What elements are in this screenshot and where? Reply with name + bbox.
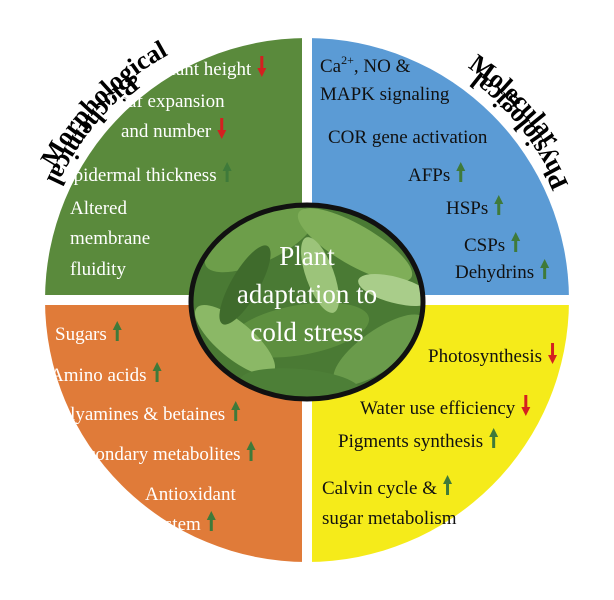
molecular-item: Dehydrins — [455, 262, 534, 283]
center-title-line: Plant — [279, 241, 335, 271]
morphological-item: Plant height — [160, 59, 252, 80]
center-title-line: adaptation to — [237, 279, 377, 309]
molecular-item: COR gene activation — [328, 127, 488, 148]
arrow-down-icon — [548, 343, 558, 364]
morphological-item: Altered — [70, 198, 127, 219]
arrow-down-icon — [521, 395, 531, 416]
morphological-item: and number — [121, 121, 212, 142]
morphological-item: membrane — [70, 228, 150, 249]
molecular-item: AFPs — [408, 165, 450, 186]
arrow-up-icon — [246, 441, 256, 461]
molecular-item: MAPK signaling — [320, 84, 450, 105]
molecular-item: HSPs — [446, 198, 488, 219]
arrow-up-icon — [540, 259, 550, 279]
physiological-item: sugar metabolism — [322, 508, 457, 529]
biochemical-item: Amino acids — [50, 365, 147, 386]
arrow-up-icon — [231, 401, 241, 421]
center-ellipse-border — [188, 202, 426, 402]
biochemical-item: system — [148, 514, 201, 535]
morphological-item: Epidermal thickness — [62, 165, 217, 186]
arrow-down-icon — [217, 118, 227, 139]
molecular-item: CSPs — [464, 235, 505, 256]
physiological-item: Pigments synthesis — [338, 431, 483, 452]
arrow-up-icon — [511, 232, 521, 252]
physiological-item: Photosynthesis — [428, 346, 542, 367]
arrow-up-icon — [443, 475, 453, 495]
physiological-item: Water use efficiency — [360, 398, 516, 419]
arrow-up-icon — [222, 162, 232, 182]
biochemical-item: Antioxidant — [145, 484, 236, 505]
center-title: Plant adaptation to cold stress — [237, 241, 377, 347]
arrow-down-icon — [257, 56, 267, 77]
arrow-up-icon — [456, 162, 466, 182]
morphological-item: Leaf expansion — [108, 91, 225, 112]
plant-image — [191, 205, 423, 399]
biochemical-item: Sugars — [55, 324, 107, 345]
biochemical-item: Secondary metabolites — [68, 444, 241, 465]
physiological-item: Calvin cycle & — [322, 478, 437, 499]
arrow-up-icon — [152, 362, 162, 382]
molecular-item: Ca2+, NO & — [320, 53, 411, 77]
arrow-up-icon — [489, 428, 499, 448]
arrow-up-icon — [206, 511, 216, 531]
biochemical-item: Polyamines & betaines — [50, 404, 225, 425]
arrow-up-icon — [112, 321, 122, 341]
center-title-line: cold stress — [250, 317, 363, 347]
arrow-up-icon — [494, 195, 504, 215]
morphological-item: fluidity — [70, 259, 126, 280]
